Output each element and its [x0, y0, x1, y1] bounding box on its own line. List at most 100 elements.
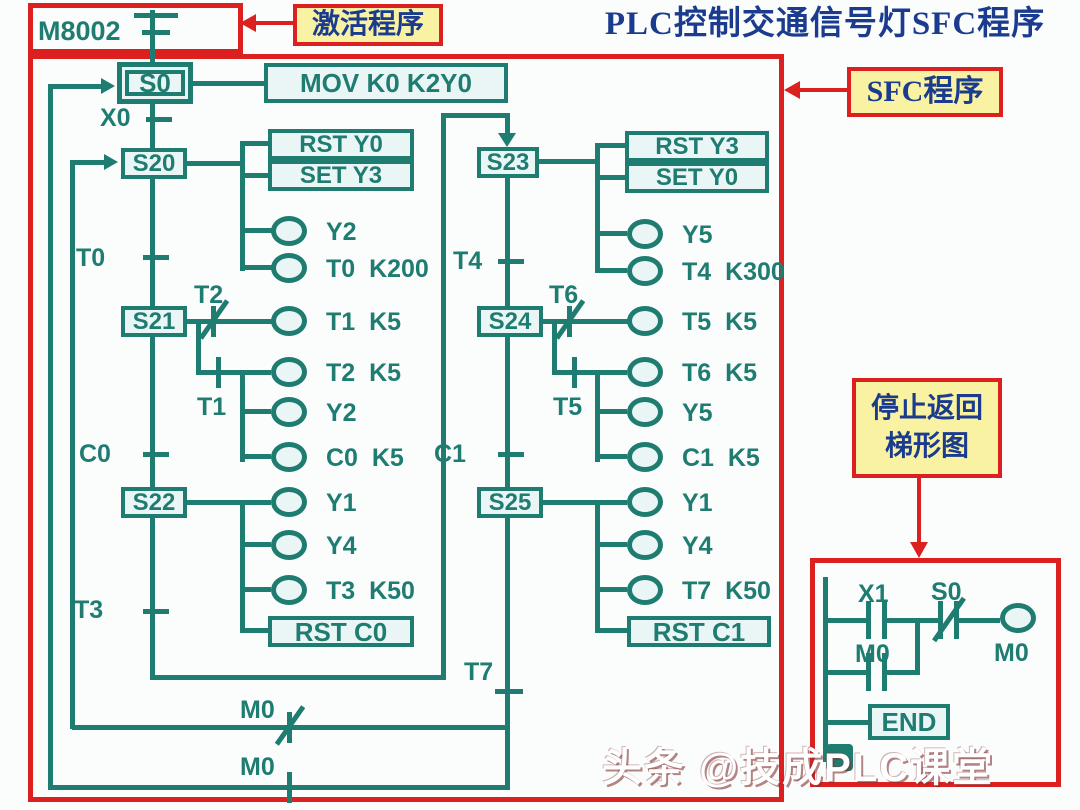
- wire: [240, 370, 245, 462]
- wire: [543, 319, 628, 324]
- contact-t2-label: T2: [194, 281, 224, 309]
- wire: [70, 160, 106, 165]
- wire: [245, 409, 271, 414]
- wire: [150, 675, 446, 680]
- wire: [600, 231, 627, 236]
- step-s23: S23: [477, 147, 539, 178]
- transition-c0-label: C0: [79, 440, 111, 468]
- no-contact-tick: [866, 601, 871, 639]
- transition-tick: [143, 609, 169, 614]
- coil-label: T4 K300: [682, 258, 785, 286]
- coil-icon: [271, 575, 307, 605]
- callout-stop-return: 停止返回 梯形图: [852, 378, 1002, 478]
- wire: [915, 618, 920, 675]
- loop-m0nc-label: M0: [240, 696, 275, 724]
- step-s0-initial: S0: [117, 62, 193, 104]
- action-rst-y3: RST Y3: [625, 131, 769, 162]
- wire: [150, 337, 155, 488]
- wire: [505, 113, 510, 135]
- flow-arrow-icon: [104, 154, 118, 170]
- action-rst-c1: RST C1: [627, 616, 771, 647]
- callout-sfc-label: SFC程序: [866, 74, 984, 108]
- flow-arrow-icon: [101, 78, 115, 94]
- wire: [196, 319, 201, 375]
- transition-x0-label: X0: [100, 104, 131, 132]
- wire: [245, 542, 271, 547]
- coil-label: C1 K5: [682, 444, 760, 472]
- wire: [245, 587, 271, 592]
- contact-t5-label: T5: [553, 393, 583, 421]
- nc-contact-tick: [938, 601, 943, 639]
- wire: [600, 409, 627, 414]
- callout-stop-line2: 梯形图: [884, 431, 969, 462]
- ladder-s0-label: S0: [931, 578, 962, 606]
- wire: [595, 175, 625, 180]
- coil-label: T7 K50: [682, 577, 771, 605]
- watermark-logo-icon: [826, 744, 853, 771]
- wire: [600, 500, 627, 505]
- wire: [823, 618, 868, 623]
- left-arrow-icon: [784, 81, 800, 99]
- callout-arrow-line: [917, 478, 921, 544]
- contact-t6-label: T6: [549, 281, 579, 309]
- transition-c1-label: C1: [434, 440, 466, 468]
- wire: [240, 141, 268, 146]
- coil-label: T0 K200: [326, 255, 429, 283]
- coil-icon: [271, 357, 307, 387]
- action-set-y0: SET Y0: [625, 162, 769, 193]
- coil-icon: [271, 216, 307, 246]
- wire: [600, 628, 627, 633]
- coil-label: T3 K50: [326, 577, 415, 605]
- page-title: PLC控制交通信号灯SFC程序: [604, 6, 1046, 42]
- coil-icon: [271, 530, 307, 560]
- wire: [245, 454, 271, 459]
- wire: [245, 628, 268, 633]
- wire: [240, 173, 268, 178]
- wire: [48, 84, 101, 89]
- step-s20: S20: [121, 148, 187, 179]
- wire: [240, 265, 272, 270]
- no-contact-tick: [216, 357, 221, 388]
- step-s24: S24: [477, 306, 543, 337]
- wire: [187, 161, 244, 166]
- coil-label: T1 K5: [326, 308, 402, 336]
- wire: [240, 141, 245, 271]
- coil-label: Y4: [326, 532, 357, 560]
- coil-label: T2 K5: [326, 359, 402, 387]
- down-arrow-icon: [910, 542, 928, 558]
- wire: [48, 785, 510, 790]
- callout-arrow-line: [798, 88, 847, 92]
- callout-stop-line1: 停止返回: [870, 393, 983, 425]
- coil-icon: [271, 253, 307, 283]
- coil-label: Y2: [326, 218, 357, 246]
- coil-icon: [627, 219, 663, 249]
- no-contact-tick: [882, 653, 887, 691]
- left-arrow-icon: [240, 14, 256, 32]
- wire: [595, 370, 600, 462]
- init-contact-bar-icon: [134, 13, 178, 18]
- coil-icon: [271, 487, 307, 517]
- end-instruction: END: [868, 704, 950, 740]
- wire: [595, 500, 600, 633]
- coil-label: Y4: [682, 532, 713, 560]
- no-contact-tick: [866, 653, 871, 691]
- wire: [823, 720, 868, 725]
- transition-t0-label: T0: [76, 244, 106, 272]
- wire: [539, 159, 600, 164]
- wire: [543, 500, 600, 505]
- init-relay-label: M8002: [38, 16, 121, 46]
- nc-contact-tick: [954, 601, 959, 639]
- wire: [887, 618, 940, 623]
- wire: [959, 618, 1000, 623]
- coil-icon: [271, 442, 307, 472]
- wire: [595, 143, 625, 148]
- transition-tick: [495, 689, 523, 694]
- wire: [150, 518, 155, 680]
- wire: [505, 518, 510, 790]
- wire: [245, 370, 271, 375]
- wire: [505, 337, 510, 488]
- wire: [600, 268, 627, 273]
- ladder-frame: [810, 558, 1061, 787]
- wire: [600, 370, 627, 375]
